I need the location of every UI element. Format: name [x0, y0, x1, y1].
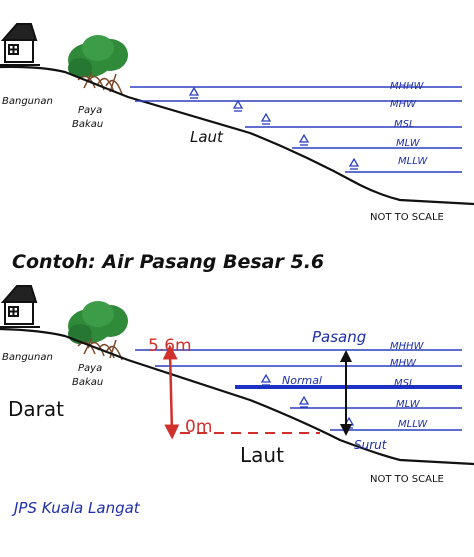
mangrove-label-line2: Bakau: [72, 377, 103, 388]
shore-profile-bottom: [0, 327, 474, 466]
tide-label-mhhw: MHHW: [390, 81, 425, 92]
scale-note: NOT TO SCALE: [370, 212, 444, 223]
scale-note: NOT TO SCALE: [370, 474, 444, 485]
tide-label-mhw: MHW: [390, 358, 417, 369]
mangrove-icon-bottom: [68, 301, 128, 361]
tide-label-mllw: MLLW: [398, 419, 428, 430]
example-heading: Contoh: Air Pasang Besar 5.6: [12, 251, 324, 273]
house-icon: [0, 23, 40, 66]
high-tide-label: Pasang: [312, 328, 366, 346]
tide-label-mlw: MLW: [396, 138, 421, 149]
house-label: Bangunan: [2, 96, 53, 107]
mangrove-label-line1: Paya: [78, 105, 102, 116]
tide-label-msl: MSL: [394, 378, 415, 389]
height-arrow: [162, 344, 180, 440]
tide-lines: [130, 86, 462, 173]
shore-profile: [0, 65, 474, 206]
sea-label: Laut: [240, 443, 284, 467]
mangrove-icon: [68, 35, 128, 95]
mangrove-label-line1: Paya: [78, 363, 102, 374]
bottom-panel: Bangunan Paya Bakau Darat Laut 5.6m 0m P…: [0, 285, 474, 485]
water-markers: [188, 86, 360, 170]
tide-label-mhw: MHW: [390, 99, 417, 110]
bottom-value-label: 0m: [185, 417, 212, 437]
sea-label: Laut: [190, 128, 224, 146]
house-icon-bottom: [0, 285, 40, 328]
tide-label-mhhw: MHHW: [390, 341, 425, 352]
top-panel: Bangunan Paya Bakau Laut MHHW MHW MSL ML…: [0, 23, 474, 223]
tide-label-msl: MSL: [394, 119, 415, 130]
tide-label-mllw: MLLW: [398, 156, 428, 167]
caption: JPS Kuala Langat: [11, 499, 141, 517]
tide-label-mlw: MLW: [396, 399, 421, 410]
mangrove-label-line2: Bakau: [72, 119, 103, 130]
normal-label: Normal: [282, 374, 322, 387]
land-label: Darat: [8, 397, 64, 421]
house-label: Bangunan: [2, 352, 53, 363]
top-value-label: 5.6m: [148, 336, 192, 356]
low-tide-label: Surut: [354, 438, 388, 452]
